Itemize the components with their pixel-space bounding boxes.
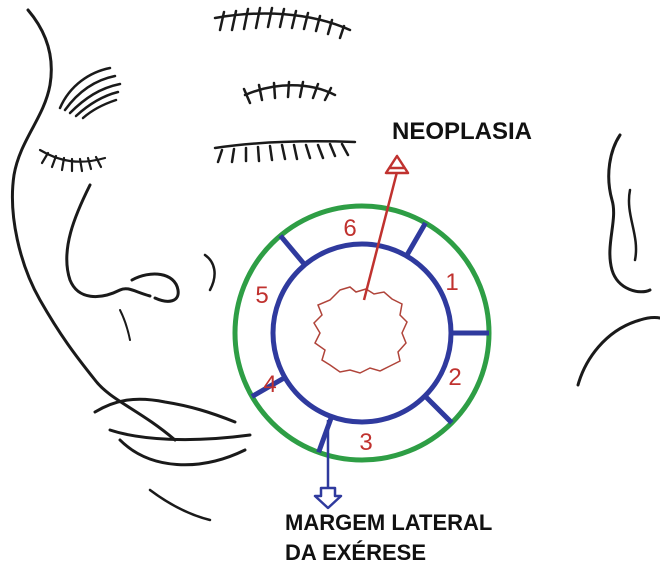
- segment-number-6: 6: [343, 215, 356, 242]
- lower-lip: [120, 440, 245, 465]
- margin-arrow: [315, 420, 341, 508]
- segment-divider-3: [425, 396, 452, 423]
- segment-number-4: 4: [263, 371, 276, 398]
- segment-number-3: 3: [359, 429, 372, 456]
- lip-line: [110, 430, 250, 440]
- left-eyebrow: [60, 68, 120, 118]
- margin-label-line1: MARGEM LATERAL: [285, 510, 492, 535]
- nose: [67, 185, 150, 297]
- inner-margin-ring: [273, 244, 451, 422]
- left-eye-lashes: [40, 150, 105, 171]
- upper-lip: [95, 399, 235, 422]
- neoplasia-label: NEOPLASIA: [392, 118, 532, 145]
- right-eye: [215, 82, 355, 162]
- margin-label-line2: DA EXÉRESE: [285, 540, 426, 565]
- ear-inner: [629, 190, 636, 260]
- segment-number-1: 1: [445, 269, 458, 296]
- tumor-outline: [314, 287, 407, 373]
- segment-number-2: 2: [448, 364, 461, 391]
- neoplasia-arrow: [364, 156, 408, 300]
- segment-number-5: 5: [255, 282, 268, 309]
- right-eyebrow: [215, 8, 350, 38]
- face-sketch: [12, 8, 660, 520]
- chin-curve: [150, 490, 210, 520]
- segment-divider-1: [407, 223, 426, 256]
- segment-divider-4: [319, 417, 332, 453]
- segment-divider-6: [280, 236, 304, 265]
- nostril: [132, 274, 178, 301]
- excision-diagram: [235, 206, 489, 460]
- nose-shadow: [205, 255, 215, 290]
- cheek-line: [120, 310, 130, 340]
- jaw-right: [578, 318, 660, 386]
